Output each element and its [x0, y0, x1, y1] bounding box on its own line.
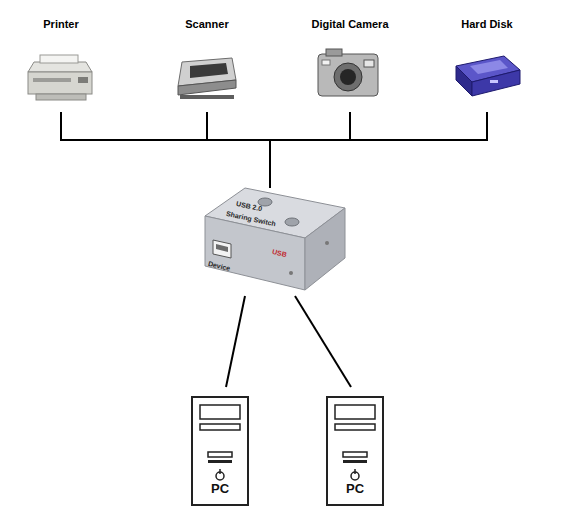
switch-side [305, 208, 345, 290]
camera-body [318, 54, 378, 96]
pc-floppy [343, 452, 367, 457]
scanner-icon [178, 58, 236, 99]
device-label: Printer [18, 18, 104, 30]
disk-left [456, 66, 472, 96]
switch-screw [325, 241, 329, 245]
cable-line [226, 296, 245, 387]
disk-front [472, 70, 520, 96]
pc-floppy-slot [208, 460, 232, 463]
printer-body [28, 72, 92, 94]
device-label: Hard Disk [440, 18, 534, 30]
port-label: Device [207, 260, 231, 272]
printer-icon [28, 55, 92, 100]
pc-case [192, 397, 248, 505]
scanner-base [178, 80, 236, 95]
sharing-switch-node: USB 2.0Sharing SwitchUSB Device [205, 188, 345, 290]
pc-drive-bay [200, 424, 240, 430]
device-label: Digital Camera [298, 18, 402, 30]
switch-model-text: USB 2.0 [236, 200, 263, 212]
printer-slot [33, 78, 71, 82]
pc-drive-bay [335, 405, 375, 419]
device-node: Hard Disk [440, 18, 534, 112]
camera-flash [322, 60, 330, 65]
usb-logo-text: USB [271, 248, 287, 258]
pc-label: PC [192, 481, 248, 496]
device-node: Digital Camera [298, 18, 402, 112]
switch-screw [289, 271, 293, 275]
scanner-foot [180, 95, 234, 99]
printer-panel [78, 77, 88, 83]
switch-button [285, 218, 299, 226]
scanner-glass [190, 63, 228, 78]
cable-line [270, 112, 350, 188]
cable-line [207, 112, 270, 188]
camera-lens [340, 69, 356, 85]
pc-tower-illustration [327, 397, 383, 505]
disk-label [470, 60, 508, 74]
pc-node: PC [327, 397, 383, 505]
pc-power-mark [219, 469, 221, 474]
pc-tower-illustration [192, 397, 248, 505]
usb-port-tongue [216, 244, 228, 252]
switch-front [205, 216, 305, 290]
device-label: Scanner [160, 18, 254, 30]
pc-floppy [208, 452, 232, 457]
printer-paper [40, 55, 78, 63]
pc-drive-bay [335, 424, 375, 430]
camera-icon [318, 49, 378, 96]
device-node: Printer [18, 18, 104, 112]
cable-line [61, 112, 270, 188]
pc-floppy-slot [343, 460, 367, 463]
cable-line [270, 112, 487, 188]
device-node: Scanner [160, 18, 254, 112]
printer-tray [36, 94, 86, 100]
camera-flash-housing [326, 49, 342, 56]
disk-led [490, 80, 498, 83]
pc-node: PC [192, 397, 248, 505]
pc-power-mark [354, 469, 356, 474]
camera-lens-ring [334, 63, 362, 91]
cable-line [295, 296, 351, 387]
pc-drive-bay [200, 405, 240, 419]
usb-port [213, 240, 231, 258]
usb-switch-illustration [205, 188, 345, 290]
pc-case [327, 397, 383, 505]
camera-viewfinder [364, 60, 374, 67]
pc-label: PC [327, 481, 383, 496]
hard-disk-icon [456, 56, 520, 96]
switch-name-text: Sharing Switch [226, 210, 277, 227]
